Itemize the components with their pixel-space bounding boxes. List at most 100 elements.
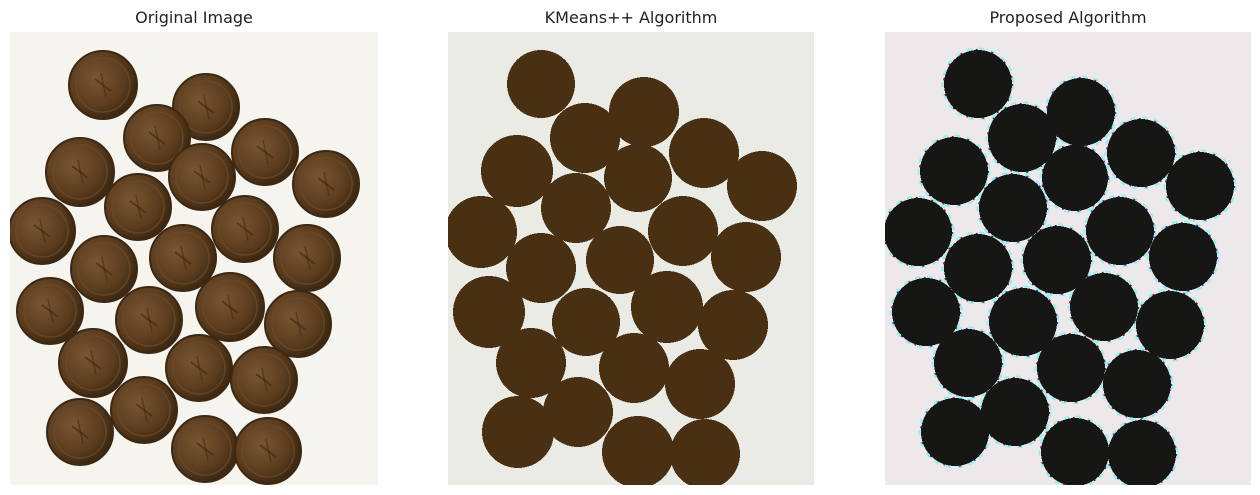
coin — [230, 346, 298, 414]
coin-segment — [550, 103, 620, 173]
proposed-segmentation-image — [885, 32, 1251, 485]
coin-edge — [1101, 348, 1173, 420]
original-coins-image — [10, 32, 378, 485]
coin — [234, 417, 302, 485]
coin-segment — [482, 396, 554, 468]
coin-edge — [1133, 288, 1207, 362]
coin-segment — [1136, 291, 1204, 359]
coin — [231, 118, 299, 186]
coin-segment — [506, 233, 576, 303]
coin-edge — [1163, 149, 1237, 223]
coin-segment — [989, 288, 1057, 356]
coin-segment — [944, 50, 1012, 118]
coin-segment — [1042, 145, 1108, 211]
coin-edge — [932, 327, 1004, 399]
coin-segment — [944, 234, 1012, 302]
coin-edge — [1134, 289, 1206, 361]
coin — [149, 224, 217, 292]
panel-proposed: Proposed Algorithm — [885, 0, 1251, 495]
coin-segment — [496, 328, 566, 398]
coin-segment — [453, 276, 525, 348]
coin-edge — [1084, 195, 1156, 267]
coin — [165, 334, 233, 402]
coin-segment — [602, 416, 674, 485]
coin-edge — [1040, 143, 1110, 213]
coin-segment — [698, 290, 768, 360]
coin-segment — [543, 377, 613, 447]
coin — [115, 286, 183, 354]
coin-edge — [1164, 150, 1236, 222]
coin-edge — [942, 48, 1014, 120]
coin-edge — [890, 276, 962, 348]
coin-segment — [448, 196, 517, 268]
coin-segment — [1070, 273, 1138, 341]
coin-segment — [1149, 223, 1217, 291]
coin-edge — [986, 285, 1060, 359]
coin-edge — [1021, 224, 1093, 296]
coin-segment — [1041, 418, 1109, 485]
coin-segment — [1107, 119, 1175, 187]
coin-segment — [1103, 350, 1171, 418]
coin-segment — [507, 50, 575, 118]
coin-edge — [889, 275, 963, 349]
coin-edge — [1106, 418, 1178, 485]
coin-edge — [1083, 194, 1157, 268]
coin-edge — [885, 195, 955, 269]
coin — [110, 376, 178, 444]
coin — [10, 197, 76, 265]
coin-edge — [1045, 76, 1117, 148]
coin-segment — [1166, 152, 1234, 220]
coin-edge — [1067, 270, 1141, 344]
coin-segment — [1037, 334, 1105, 402]
coin-edge — [941, 231, 1015, 305]
coin — [195, 272, 265, 342]
coin — [70, 235, 138, 303]
coin — [264, 290, 332, 358]
coin-segment — [988, 104, 1056, 172]
coin-segment — [921, 398, 989, 466]
coin-edge — [931, 326, 1005, 400]
coin-edge — [918, 135, 990, 207]
coin-segment — [609, 77, 679, 147]
coin — [171, 415, 239, 483]
coin-segment — [892, 278, 960, 346]
coin-edge — [1039, 142, 1111, 214]
coin — [16, 277, 84, 345]
coin-segment — [885, 198, 952, 266]
coin-edge — [1068, 271, 1140, 343]
coin-edge — [941, 47, 1015, 121]
coin-segment — [586, 226, 654, 294]
coin-edge — [987, 286, 1059, 358]
coin — [273, 224, 341, 292]
coin-edge — [1100, 347, 1174, 421]
coin-segment — [1108, 420, 1176, 485]
coin-segment — [665, 349, 735, 419]
coin — [292, 150, 360, 218]
coin-edge — [885, 196, 954, 268]
coin-segment — [481, 135, 553, 207]
coin-segment — [981, 378, 1049, 446]
coin — [172, 73, 240, 141]
coin — [168, 143, 236, 211]
coin — [46, 398, 114, 466]
coin — [104, 173, 172, 241]
panel-title-kmeans: KMeans++ Algorithm — [544, 8, 718, 27]
coin-segment — [552, 288, 620, 356]
panel-kmeans: KMeans++ Algorithm — [448, 0, 814, 495]
coin-segment — [934, 329, 1002, 397]
coin — [211, 195, 279, 263]
coin-edge — [986, 102, 1058, 174]
coin-edge — [1146, 220, 1220, 294]
coin — [45, 137, 115, 207]
coin-segment — [631, 271, 703, 343]
panel-original: Original Image — [10, 0, 378, 495]
coin-edge — [1104, 116, 1178, 190]
coin-segment — [541, 173, 611, 243]
coin-segment — [711, 222, 781, 292]
coin — [68, 50, 138, 120]
coin — [58, 328, 128, 398]
coin-edge — [1035, 332, 1107, 404]
coin-segment — [670, 419, 740, 485]
coin-edge — [1020, 223, 1094, 297]
coin-edge — [1147, 221, 1219, 293]
